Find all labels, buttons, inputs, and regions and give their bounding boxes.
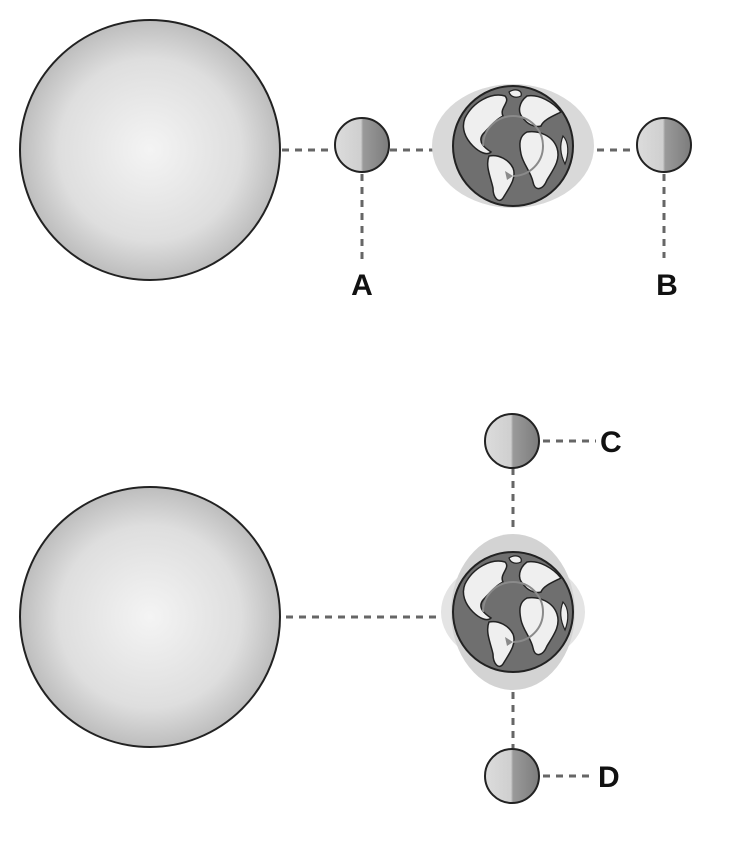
earth-globe-icon: [452, 551, 574, 673]
moon-icon: [484, 413, 540, 469]
moon-icon: [334, 117, 390, 173]
sun-icon: [19, 486, 281, 748]
label-d: D: [598, 761, 620, 794]
moon-icon: [636, 117, 692, 173]
label-c: C: [600, 426, 622, 459]
bottom-panel: C D: [19, 413, 622, 804]
label-b: B: [656, 269, 678, 302]
sun-icon: [19, 19, 281, 281]
earth-globe-icon: [452, 85, 574, 207]
top-panel: A B: [19, 19, 692, 302]
label-a: A: [351, 269, 373, 302]
moon-icon: [484, 748, 540, 804]
